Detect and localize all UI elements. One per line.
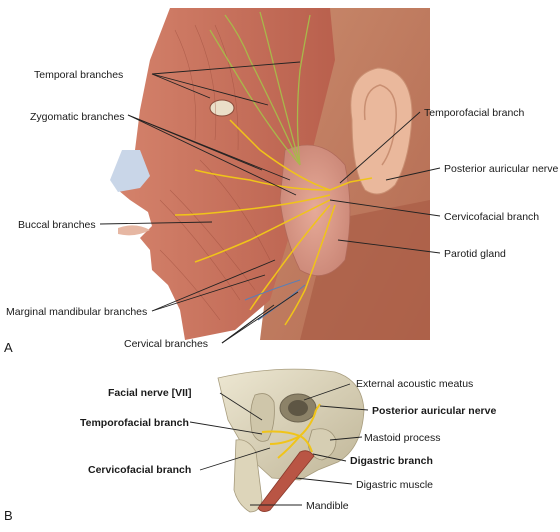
eye <box>209 99 235 117</box>
muscle-fibers <box>159 24 271 321</box>
panel-a-illustration <box>110 8 430 340</box>
panel-letter-b: B <box>4 508 13 523</box>
parotid-gland <box>279 144 351 277</box>
meatus-opening <box>288 400 308 416</box>
temporal-nerve-branches <box>209 11 311 166</box>
label-cervical-branches: Cervical branches <box>124 338 208 350</box>
label-digastric-branch: Digastric branch <box>350 455 433 467</box>
label-posterior-auricular-nerve: Posterior auricular nerve <box>444 163 559 175</box>
label-temporofacial-branch: Temporofacial branch <box>424 107 525 119</box>
panel-b-illustration <box>217 368 365 513</box>
nose-cartilage <box>110 150 150 192</box>
label-facial-nerve: Facial nerve [VII] <box>108 387 191 399</box>
label-external-acoustic-meatus: External acoustic meatus <box>356 378 473 390</box>
panel-b-leader-lines <box>189 383 369 506</box>
label-mastoid-process: Mastoid process <box>364 432 440 444</box>
digastric-muscle <box>257 450 315 512</box>
panel-letter-a: A <box>4 340 13 355</box>
label-parotid-gland: Parotid gland <box>444 248 506 260</box>
label-b-posterior-auricular-nerve: Posterior auricular nerve <box>372 405 496 417</box>
condyle <box>250 393 275 442</box>
label-b-cervicofacial-branch: Cervicofacial branch <box>88 464 191 476</box>
label-cervicofacial-branch: Cervicofacial branch <box>444 211 539 223</box>
ear-helix <box>363 84 397 166</box>
mandible-bone <box>233 439 263 513</box>
label-temporal-branches: Temporal branches <box>34 69 123 81</box>
label-b-temporofacial-branch: Temporofacial branch <box>80 417 189 429</box>
panel-a-leader-lines <box>99 61 441 344</box>
label-mandible: Mandible <box>306 500 349 512</box>
lips <box>118 225 150 236</box>
label-digastric-muscle: Digastric muscle <box>356 479 433 491</box>
label-zygomatic-branches: Zygomatic branches <box>30 111 125 123</box>
label-buccal-branches: Buccal branches <box>18 219 96 231</box>
panel-b-facial-nerve <box>261 403 321 459</box>
facial-nerve-branches <box>174 119 373 326</box>
label-marginal-mandibular-branches: Marginal mandibular branches <box>6 306 147 318</box>
